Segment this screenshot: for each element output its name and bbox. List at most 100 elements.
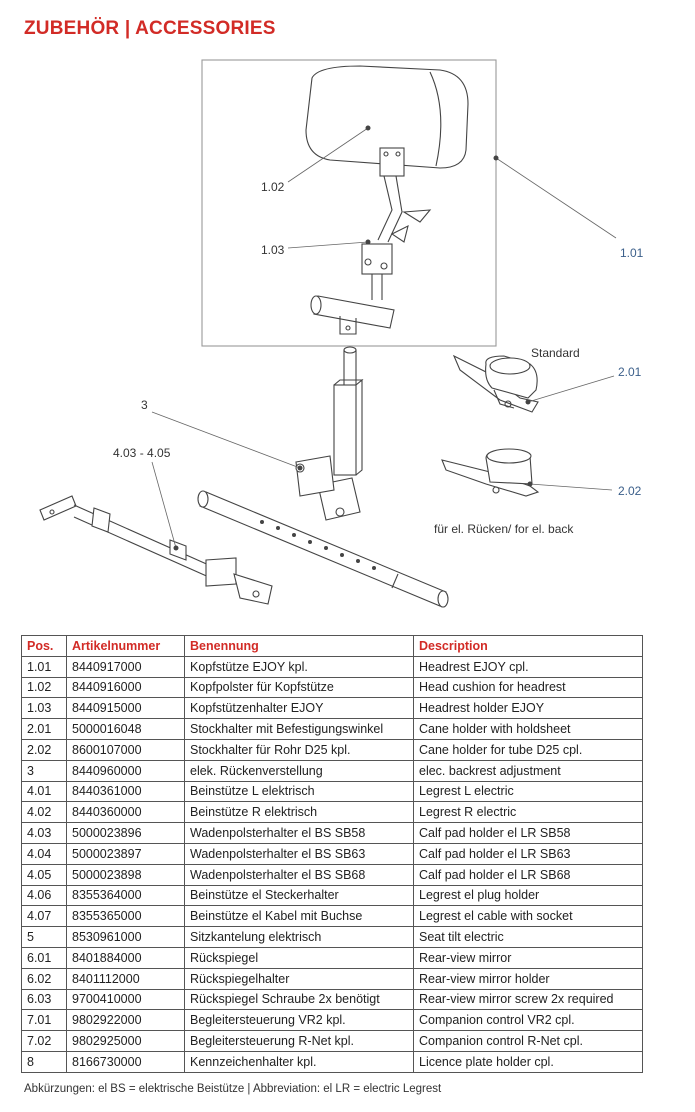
parts-table: Pos. Artikelnummer Benennung Description… [21,635,643,1073]
cell-benennung: Wadenpolsterhalter el BS SB58 [184,822,414,844]
cell-description: Calf pad holder el LR SB58 [413,822,643,844]
cell-description: Headrest EJOY cpl. [413,655,643,678]
cell-pos: 7.02 [21,1030,67,1052]
cell-pos: 5 [21,926,67,948]
cell-description: Seat tilt electric [413,926,643,948]
cell-pos: 8 [21,1050,67,1073]
label-el-back: für el. Rücken/ for el. back [434,522,574,536]
cell-article-number: 5000023898 [66,863,185,886]
cell-article-number: 8440960000 [66,759,185,782]
cell-pos: 6.01 [21,946,67,969]
parts-diagram [39,59,617,608]
cell-article-number: 8600107000 [66,738,185,761]
cell-benennung: Beinstütze L elektrisch [184,780,414,803]
cell-description: Cane holder with holdsheet [413,718,643,740]
cell-article-number: 8401884000 [66,946,185,969]
cell-pos: 1.02 [21,676,67,699]
cell-article-number: 5000016048 [66,718,185,740]
abbreviation-note: Abkürzungen: el BS = elektrische Beistüt… [24,1083,442,1095]
cell-article-number: 8530961000 [66,926,185,948]
label-2-02: 2.02 [618,484,642,498]
cell-pos: 4.01 [21,780,67,803]
column-header: Description [413,635,643,657]
cell-pos: 2.01 [21,718,67,740]
headrest-frame [201,59,497,347]
cell-description: Legrest L electric [413,780,643,803]
cell-pos: 3 [21,759,67,782]
cell-benennung: Kopfstützenhalter EJOY [184,697,414,720]
label-4-03-4-05: 4.03 - 4.05 [113,446,171,460]
cell-description: Rear-view mirror screw 2x required [413,988,643,1011]
cell-description: elec. backrest adjustment [413,759,643,782]
cell-benennung: Begleitersteuerung VR2 kpl. [184,1009,414,1032]
cell-pos: 4.02 [21,801,67,824]
cell-benennung: Kennzeichenhalter kpl. [184,1050,414,1073]
label-1-01: 1.01 [620,246,644,260]
cell-benennung: elek. Rückenverstellung [184,759,414,782]
cell-description: Head cushion for headrest [413,676,643,699]
cell-benennung: Stockhalter mit Befestigungswinkel [184,718,414,740]
cell-description: Licence plate holder cpl. [413,1050,643,1073]
label-standard: Standard [531,346,580,360]
label-2-01: 2.01 [618,365,642,379]
cell-benennung: Beinstütze el Kabel mit Buchse [184,905,414,928]
cell-benennung: Kopfpolster für Kopfstütze [184,676,414,699]
cell-pos: 4.03 [21,822,67,844]
column-header: Benennung [184,635,414,657]
cell-pos: 2.02 [21,738,67,761]
cell-description: Rear-view mirror [413,946,643,969]
column-header: Pos. [21,635,67,657]
column-header: Artikelnummer [66,635,185,657]
table-header-row: Pos. Artikelnummer Benennung Description [21,635,643,657]
cell-description: Legrest R electric [413,801,643,824]
page-title: ZUBEHÖR | ACCESSORIES [24,18,276,39]
cell-article-number: 8166730000 [66,1050,185,1073]
cell-description: Calf pad holder el LR SB68 [413,863,643,886]
cell-article-number: 5000023897 [66,842,185,865]
cell-benennung: Kopfstütze EJOY kpl. [184,655,414,678]
cell-benennung: Begleitersteuerung R-Net kpl. [184,1030,414,1052]
cell-benennung: Stockhalter für Rohr D25 kpl. [184,738,414,761]
cell-description: Companion control VR2 cpl. [413,1009,643,1032]
cell-article-number: 5000023896 [66,822,185,844]
cell-article-number: 8440915000 [66,697,185,720]
cell-pos: 1.01 [21,655,67,678]
cell-pos: 4.05 [21,863,67,886]
cell-benennung: Beinstütze el Steckerhalter [184,884,414,907]
cell-pos: 7.01 [21,1009,67,1032]
cell-description: Legrest el cable with socket [413,905,643,928]
cell-pos: 6.03 [21,988,67,1011]
cell-description: Headrest holder EJOY [413,697,643,720]
cell-article-number: 8355365000 [66,905,185,928]
cell-article-number: 8440916000 [66,676,185,699]
cell-benennung: Wadenpolsterhalter el BS SB68 [184,863,414,886]
cell-description: Calf pad holder el LR SB63 [413,842,643,865]
cell-article-number: 8355364000 [66,884,185,907]
cell-benennung: Sitzkantelung elektrisch [184,926,414,948]
cell-pos: 6.02 [21,967,67,990]
cell-description: Companion control R-Net cpl. [413,1030,643,1052]
cell-benennung: Wadenpolsterhalter el BS SB63 [184,842,414,865]
cell-article-number: 8440361000 [66,780,185,803]
cell-description: Legrest el plug holder [413,884,643,907]
cell-pos: 4.07 [21,905,67,928]
cell-description: Rear-view mirror holder [413,967,643,990]
cell-benennung: Rückspiegel Schraube 2x benötigt [184,988,414,1011]
label-1-03: 1.03 [261,243,285,257]
